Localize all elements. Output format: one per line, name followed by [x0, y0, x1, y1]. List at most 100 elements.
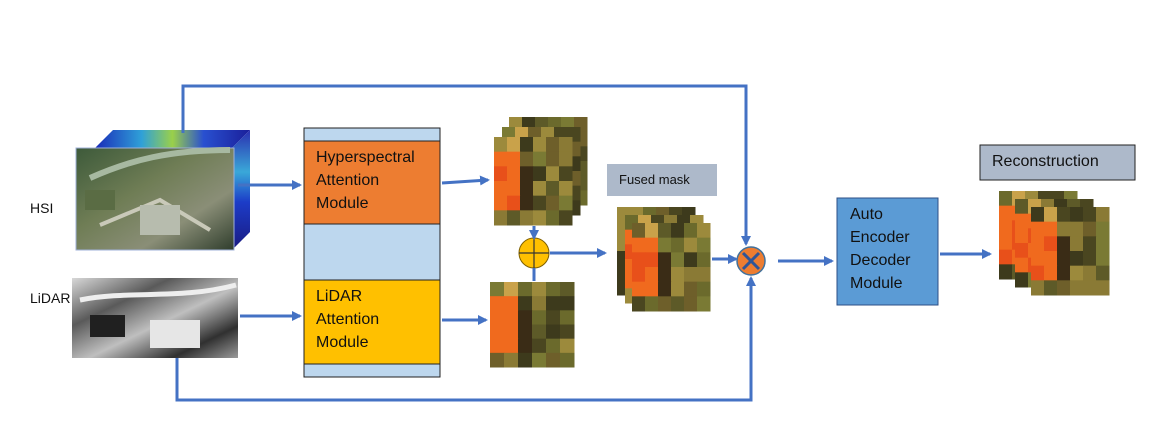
mosaic-cell	[1015, 213, 1029, 229]
mosaic-cell	[520, 195, 534, 211]
autoencoder-module-label: Auto Encoder Decoder Module	[850, 206, 911, 292]
arrow-hyperspectral-to-maps	[441, 175, 490, 186]
mosaic-cell	[504, 296, 519, 311]
lidar-label: LiDAR	[30, 290, 71, 306]
mosaic-cell	[546, 181, 560, 197]
mosaic-cell	[546, 324, 561, 340]
mosaic-cell	[507, 151, 521, 167]
mosaic-cell	[533, 181, 547, 197]
mosaic-cell	[632, 267, 646, 283]
mosaic-cell	[560, 338, 575, 354]
mosaic-cell	[632, 281, 646, 297]
mosaic-cell	[560, 324, 575, 340]
mosaic-cell	[533, 137, 547, 153]
mosaic-cell	[671, 267, 685, 283]
mosaic-cell	[1096, 221, 1110, 237]
mosaic-cell	[494, 151, 508, 167]
mosaic-cell	[518, 324, 533, 340]
mosaic-cell	[645, 252, 659, 268]
multiply-operator	[736, 246, 766, 276]
mosaic-cell	[1044, 251, 1058, 267]
mosaic-cell	[533, 151, 547, 167]
mosaic-cell	[532, 324, 547, 340]
mosaic-cell	[671, 252, 685, 268]
auto-encoder-decoder-module	[836, 197, 939, 306]
mosaic-cell	[490, 352, 505, 368]
hyperspectral-attention-module	[303, 140, 441, 225]
mosaic-cell	[1096, 280, 1110, 296]
mosaic-cell	[494, 166, 508, 182]
mosaic-cell	[532, 310, 547, 325]
mosaic-cell	[645, 296, 659, 312]
lidar-module-label: LiDAR Attention Module	[316, 288, 380, 351]
mosaic-cell	[559, 210, 573, 226]
mosaic-cell	[546, 166, 560, 182]
mosaic-cell	[546, 296, 561, 311]
mosaic-cell	[490, 296, 505, 311]
mosaic-cell	[645, 223, 659, 239]
connectors	[175, 84, 992, 402]
mosaic-cell	[1083, 221, 1097, 237]
add-operator	[518, 237, 550, 269]
mosaic-cell	[494, 195, 508, 211]
mosaic-cell	[532, 338, 547, 354]
mosaic-cell	[671, 281, 685, 297]
mosaic-cell	[507, 181, 521, 197]
mosaic-cell	[1096, 236, 1110, 252]
mosaic-cell	[532, 352, 547, 368]
mosaic-cell	[697, 296, 711, 312]
mosaic-cell	[697, 267, 711, 283]
mosaic-cell	[671, 223, 685, 239]
mosaic-cell	[684, 296, 698, 312]
mosaic-cell	[507, 195, 521, 211]
mosaic-cell	[1070, 207, 1084, 223]
mosaic-cell	[490, 324, 505, 340]
mosaic-cell	[518, 296, 533, 311]
mosaic-cell	[560, 296, 575, 311]
mosaic-cell	[1044, 207, 1058, 223]
mosaic-cell	[632, 296, 646, 312]
mosaic-cell	[546, 282, 561, 297]
mosaic-cell	[1070, 236, 1084, 252]
mosaic-cell	[532, 296, 547, 311]
mosaic-cell	[684, 281, 698, 297]
mosaic-cell	[507, 210, 521, 226]
mosaic-cell	[1083, 251, 1097, 267]
mosaic-cell	[658, 296, 672, 312]
mosaic-cell	[1015, 257, 1029, 273]
mosaic-cell	[1015, 243, 1029, 259]
hsi-label: HSI	[30, 200, 54, 216]
reconstruction-feature-maps	[999, 191, 1110, 296]
mosaic-cell	[560, 282, 575, 297]
mosaic-cell	[1031, 221, 1045, 237]
mosaic-cell	[507, 166, 521, 182]
mosaic-cell	[1044, 265, 1058, 281]
mosaic-cell	[1096, 265, 1110, 281]
mosaic-cell	[490, 310, 505, 325]
mosaic-cell	[504, 324, 519, 340]
mosaic-cell	[546, 352, 561, 368]
mosaic-cell	[1096, 251, 1110, 267]
mosaic-cell	[999, 235, 1013, 251]
lidar-attention-module	[303, 279, 441, 365]
mosaic-cell	[490, 282, 505, 297]
mosaic-cell	[559, 181, 573, 197]
mosaic-cell	[1057, 251, 1071, 267]
mosaic-cell	[1031, 265, 1045, 281]
mosaic-cell	[1031, 207, 1045, 223]
mosaic-cell	[520, 137, 534, 153]
mosaic-cell	[520, 166, 534, 182]
mosaic-cell	[645, 281, 659, 297]
mosaic-cell	[658, 223, 672, 239]
mosaic-cell	[632, 252, 646, 268]
mosaic-cell	[684, 252, 698, 268]
mosaic-cell	[504, 310, 519, 325]
mosaic-cell	[518, 338, 533, 354]
mosaic-cell	[533, 195, 547, 211]
mosaic-cell	[697, 237, 711, 253]
mosaic-cell	[520, 181, 534, 197]
hsi-attention-feature-maps	[494, 117, 588, 226]
mosaic-cell	[559, 137, 573, 153]
mosaic-cell	[560, 310, 575, 325]
